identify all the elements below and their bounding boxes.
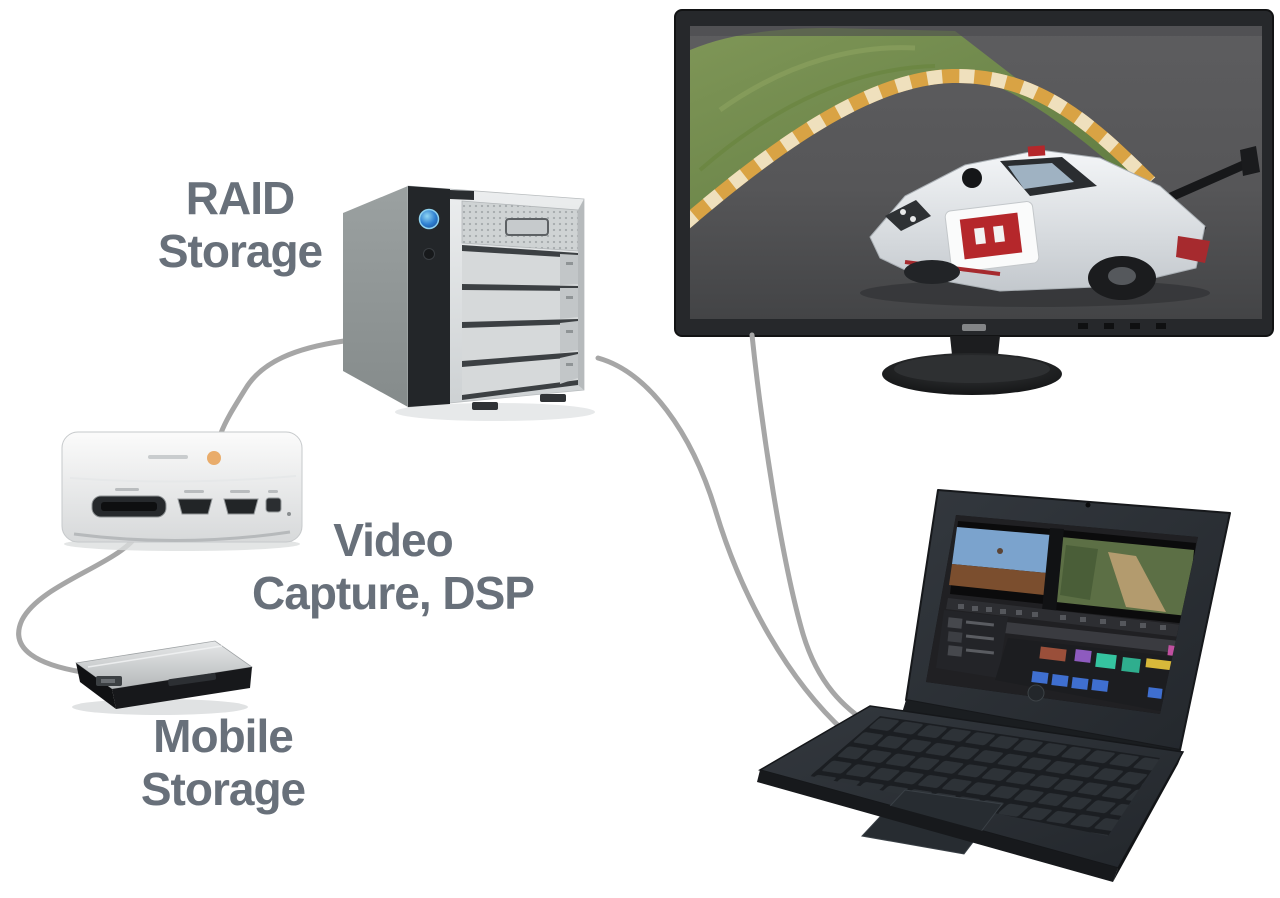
raid-storage-label: RAID Storage: [105, 172, 375, 279]
raid-foot: [472, 402, 498, 410]
editing-app-screen: [926, 515, 1198, 714]
cable-raid-to-laptop: [595, 355, 848, 735]
race-car: [869, 145, 1260, 300]
raid-storage: [343, 185, 595, 421]
raid-foot: [540, 394, 566, 402]
monitor: [674, 9, 1274, 395]
capture-port-labels: [115, 488, 278, 493]
capture-label-line1: Video: [333, 514, 453, 566]
raid-label-line2: Storage: [157, 225, 323, 278]
cable-monitor-to-laptop: [749, 332, 875, 729]
raid-reset-button-icon: [423, 248, 435, 260]
project-panel: [936, 610, 1008, 678]
drive-black-body: [112, 667, 252, 709]
mobile-label-line2: Storage: [140, 763, 306, 816]
hdmi-port-icon: [223, 498, 259, 515]
race-footage-image: [690, 26, 1262, 319]
video-capture-device: [61, 431, 303, 551]
webcam-icon: [1085, 502, 1091, 508]
raid-label-line1: RAID: [185, 172, 295, 224]
laptop: [757, 489, 1231, 882]
raid-brand-tab: [450, 190, 474, 200]
video-capture-label: Video Capture, DSP: [237, 514, 549, 621]
cable-capture-to-mobile: [16, 535, 138, 675]
raid-power-strip: [408, 186, 450, 407]
raid-power-button-icon: [418, 208, 440, 230]
capture-label-line2: Capture, DSP: [252, 567, 535, 620]
hdmi-port-icon: [177, 498, 213, 515]
raid-side-panel: [343, 186, 408, 407]
mobile-storage-label: Mobile Storage: [88, 710, 358, 817]
laptop-brand-logo: [1027, 684, 1045, 702]
cable-raid-to-capture: [218, 338, 347, 436]
capture-logo-icon: [207, 451, 221, 465]
drive-left-cap: [76, 663, 116, 709]
raid-handle-badge: [505, 218, 549, 236]
raid-drive-bays: [462, 245, 578, 400]
mobile-label-line1: Mobile: [153, 710, 294, 762]
preview-clip-right: [1055, 530, 1196, 624]
monitor-logo: [962, 324, 986, 331]
laptop-keyboard: [810, 716, 1160, 836]
capture-brand-text: [148, 455, 188, 459]
thunderbolt-port-icon: [265, 497, 282, 513]
preview-clip-left: [949, 521, 1052, 604]
grass-area: [690, 28, 1148, 224]
mobile-storage-drive: [72, 640, 254, 715]
monitor-buttons: [1078, 323, 1166, 329]
